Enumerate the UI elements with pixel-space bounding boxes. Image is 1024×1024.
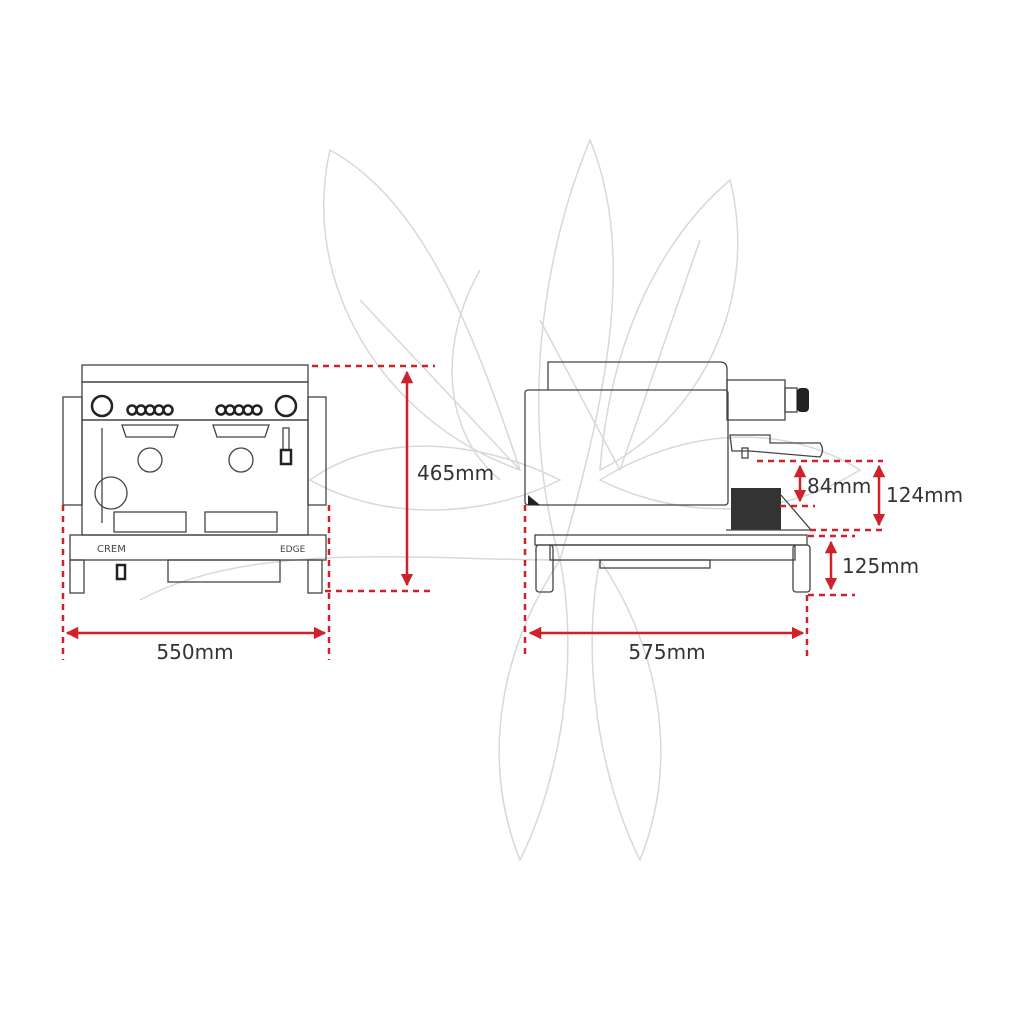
cup-clearance-label: 84mm <box>807 474 871 498</box>
watermark-leaf-logo <box>139 138 862 862</box>
model-logo-text: EDGE <box>280 545 306 555</box>
side-view-machine <box>524 361 824 593</box>
width-label: 550mm <box>156 640 233 664</box>
leg-height-label: 125mm <box>842 554 919 578</box>
dimension-width-550: 550mm <box>61 505 331 664</box>
depth-label: 575mm <box>628 640 705 664</box>
dimension-max-clearance-124: 124mm <box>810 464 963 532</box>
height-label: 465mm <box>417 461 494 485</box>
front-view-machine: CREM EDGE <box>62 364 327 594</box>
button-row-right <box>215 404 263 416</box>
button-row-left <box>126 404 174 416</box>
brand-logo-text: CREM <box>97 544 126 555</box>
dimension-cup-clearance-84: 84mm <box>757 459 883 508</box>
dimension-height-465: 465mm <box>312 364 494 593</box>
dimension-leg-height-125: 125mm <box>808 534 919 597</box>
dimension-depth-575: 575mm <box>523 505 809 664</box>
max-clearance-label: 124mm <box>886 483 963 507</box>
